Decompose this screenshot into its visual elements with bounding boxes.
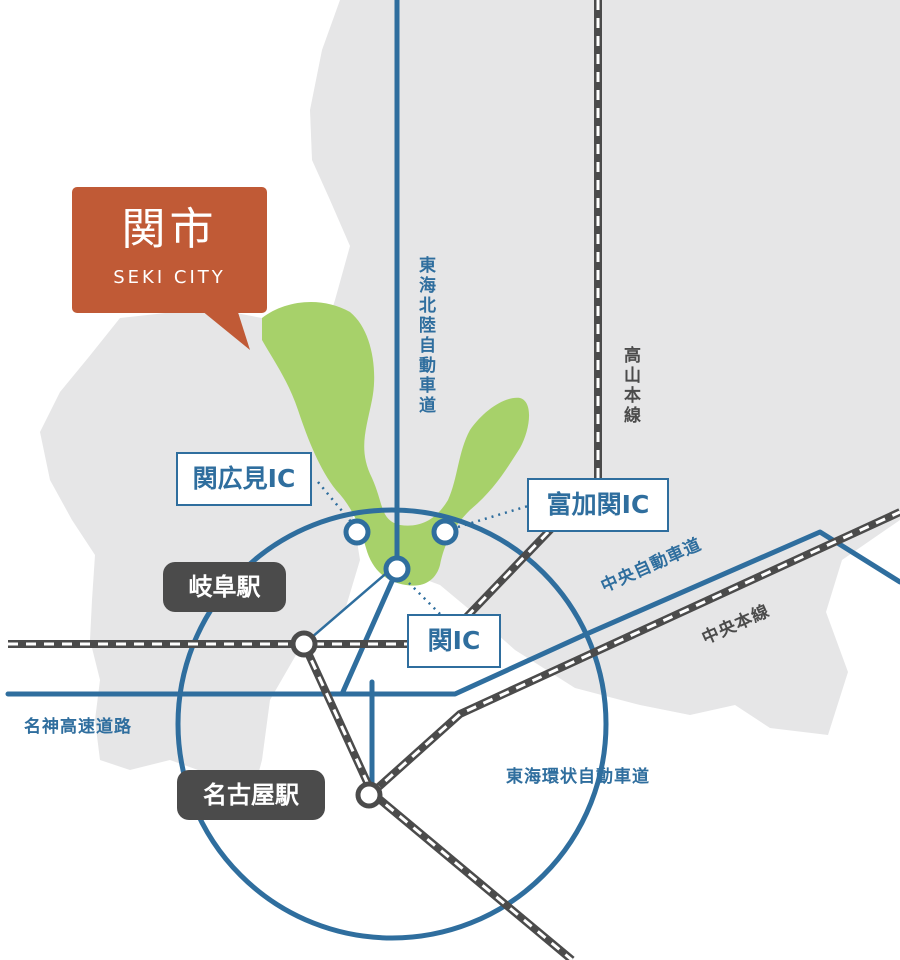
sekihiromi-ic-label[interactable]: 関広見IC [176,452,312,506]
seki-city-area [262,301,530,586]
leader-sekihiromi [317,481,353,524]
tokai-hokuriku-label: 東海北陸自動車道 [415,256,435,416]
seki-ic-node[interactable] [383,555,411,583]
city-name-ja: 関市 [121,204,218,255]
gifu-nagoya-line [300,642,575,960]
tokai-kanjo-label: 東海環状自動車道 [506,767,650,787]
road-link-gifu [302,568,392,646]
land-region-north-east [600,0,900,400]
callout-pointer [196,306,250,350]
road-link-seki-ic [339,567,400,697]
leader-seki [403,577,441,615]
chuo-main-line [369,508,900,796]
tomikaseki-ic-node[interactable] [431,518,459,546]
seki-city-callout[interactable]: 関市 SEKI CITY [72,187,267,313]
seki-ic-label[interactable]: 関IC [407,614,501,668]
meishin-expressway [5,529,900,697]
takayama-line-label: 高山本線 [620,346,640,426]
gifu-station-label[interactable]: 岐阜駅 [163,562,286,612]
gifu-station-node[interactable] [290,630,318,658]
tomikaseki-ic-label[interactable]: 富加関IC [527,478,669,532]
nagoya-station-label[interactable]: 名古屋駅 [177,770,325,820]
sekihiromi-ic-node[interactable] [343,518,371,546]
leader-tomikaseki [457,504,529,529]
nagoya-station-node[interactable] [355,781,383,809]
meishin-label: 名神高速道路 [24,717,132,737]
land-region-west [40,308,360,805]
tokai-kanjo-expressway [175,507,609,941]
city-name-en: SEKI CITY [113,267,226,288]
